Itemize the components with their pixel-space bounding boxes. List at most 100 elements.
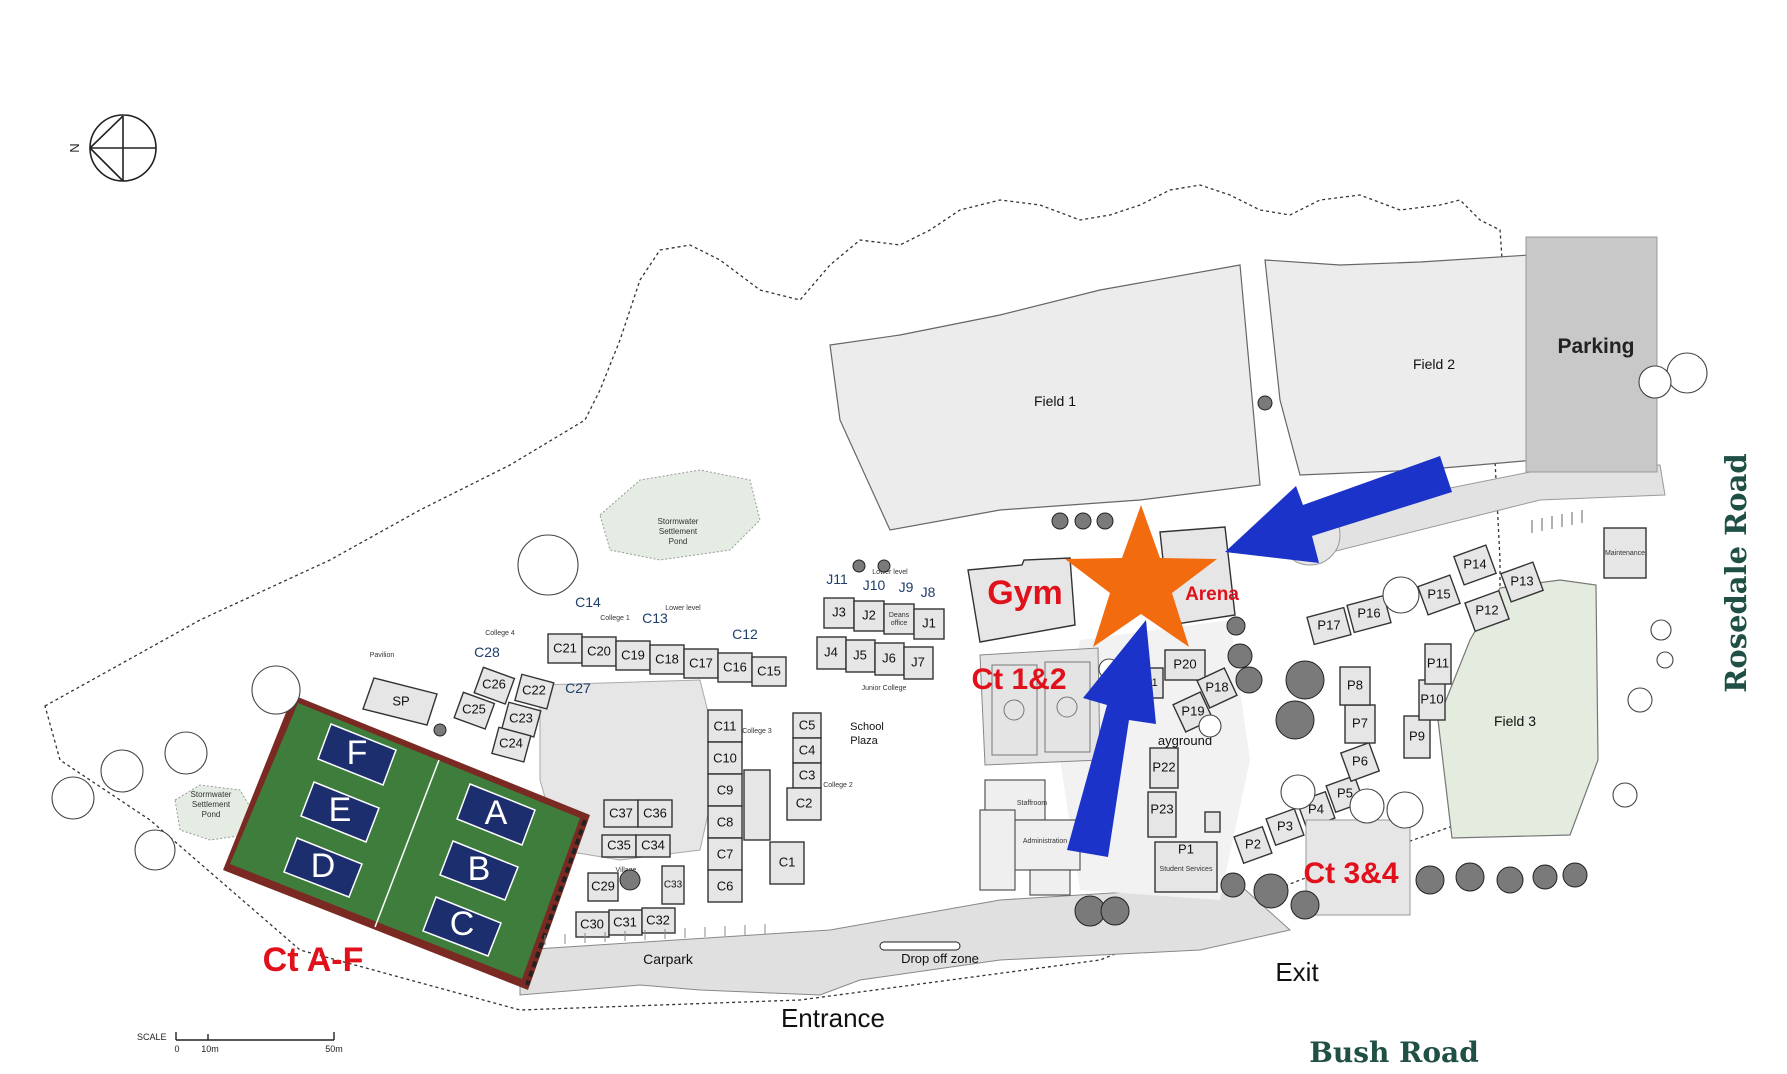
court-d-letter: D [311, 847, 336, 885]
court-e [300, 781, 380, 843]
lower-level-c-label: Lower level [665, 605, 701, 612]
label-c23: C23 [509, 710, 533, 725]
school-plaza-line-1: School [850, 721, 884, 733]
gym-label: Gym [987, 574, 1063, 612]
label-c1: C1 [779, 854, 796, 869]
pavilion-label: Pavilion [370, 652, 395, 659]
building-p20 [1164, 649, 1206, 681]
c-left-cluster: C26 C22 C25 C23 C24 [453, 666, 555, 763]
label-c30: C30 [580, 916, 604, 931]
label-c15: C15 [757, 663, 781, 678]
deans-office-line-1: Deans [889, 612, 910, 619]
north-arrow-icon: N [67, 114, 157, 182]
label-c33: C33 [664, 880, 683, 891]
label-c11: C11 [714, 718, 737, 733]
scale-tick-10m: 10m [201, 1044, 219, 1054]
admin-buildings: Staffroom Administration [979, 779, 1081, 896]
building-p12 [1464, 589, 1510, 633]
label-p4: P4 [1308, 801, 1324, 816]
building-admin-west [979, 809, 1016, 891]
drop-off-label: Drop off zone [901, 951, 979, 966]
label-p10: P10 [1420, 691, 1443, 706]
label-p7: P7 [1352, 715, 1368, 730]
college1-label: College 1 [600, 615, 630, 622]
building-p14 [1452, 544, 1498, 586]
label-p2: P2 [1245, 836, 1261, 851]
building-c5 [792, 712, 822, 739]
college4-label: College 4 [485, 630, 515, 637]
label-p16: P16 [1357, 605, 1380, 620]
label-c31: C31 [613, 914, 637, 929]
c28-label: C28 [474, 644, 500, 660]
scale-bar: SCALE 0 10m 50m [137, 1032, 343, 1054]
label-c26: C26 [482, 676, 506, 691]
building-c8 [707, 805, 743, 839]
field-3-label: Field 3 [1494, 713, 1536, 729]
label-c16: C16 [723, 659, 747, 674]
building-p2 [1233, 825, 1273, 865]
label-p13: P13 [1510, 573, 1533, 588]
court-c [422, 896, 502, 957]
sp-label: SP [392, 693, 409, 708]
carpark-stalls [544, 924, 766, 945]
pond-upper-line-1: Stormwater [658, 517, 699, 526]
label-p23: P23 [1150, 801, 1173, 816]
label-c6: C6 [717, 878, 734, 893]
label-p1: P1 [1178, 841, 1194, 856]
label-c29: C29 [591, 878, 615, 893]
building-p17 [1306, 606, 1352, 646]
label-c36: C36 [643, 805, 667, 820]
label-p20: P20 [1173, 656, 1196, 671]
college2-label: College 2 [823, 782, 853, 789]
ct-a-f-label: Ct A-F [263, 941, 364, 979]
court-e-letter: E [329, 791, 352, 829]
drop-off-island [879, 941, 961, 951]
building-c2 [786, 787, 822, 821]
court-f-letter: F [347, 734, 368, 772]
label-j1: J1 [922, 615, 936, 630]
label-c32: C32 [646, 912, 670, 927]
pond-upper-line-2: Settlement [659, 527, 698, 536]
walkway-steps [1531, 510, 1583, 533]
college3-label: College 3 [742, 728, 772, 735]
building-c24 [491, 726, 532, 763]
label-j6: J6 [882, 650, 896, 665]
label-p6: P6 [1352, 753, 1368, 768]
arrow-from-entrance-icon [1067, 620, 1156, 857]
building-c1 [769, 841, 805, 885]
j11-label: J11 [826, 571, 848, 587]
label-p18: P18 [1205, 679, 1228, 694]
label-c20: C20 [587, 643, 611, 658]
scale-tick-0: 0 [174, 1044, 179, 1054]
j10-label: J10 [863, 577, 886, 593]
administration-label: Administration [1023, 838, 1067, 845]
label-c4: C4 [799, 742, 816, 757]
building-c19 [615, 640, 651, 671]
school-plaza-line-2: Plaza [850, 735, 878, 747]
building-c9 [707, 773, 743, 807]
building-c20 [581, 636, 617, 667]
label-c37: C37 [609, 805, 633, 820]
court-a [456, 783, 536, 846]
label-c25: C25 [462, 701, 486, 716]
label-p14: P14 [1463, 556, 1486, 571]
building-c36 [637, 799, 673, 828]
label-p19: P19 [1181, 703, 1204, 718]
court-c-letter: C [450, 905, 475, 943]
label-p22: P22 [1152, 759, 1175, 774]
label-c9: C9 [717, 782, 734, 797]
label-c22: C22 [522, 682, 546, 697]
building-c15 [751, 656, 787, 687]
c12-label: C12 [732, 626, 758, 642]
venue-star-icon [1065, 505, 1217, 647]
label-j3: J3 [832, 604, 846, 619]
building-p16 [1346, 594, 1392, 634]
court-b-letter: B [468, 850, 491, 888]
scale-label: SCALE [137, 1032, 167, 1042]
parking-label: Parking [1557, 335, 1634, 358]
exit-label: Exit [1275, 957, 1319, 987]
building-j1 [913, 608, 945, 640]
scale-tick-50m: 50m [325, 1044, 343, 1054]
building-c3-annex [743, 769, 771, 841]
label-p8: P8 [1347, 677, 1363, 692]
